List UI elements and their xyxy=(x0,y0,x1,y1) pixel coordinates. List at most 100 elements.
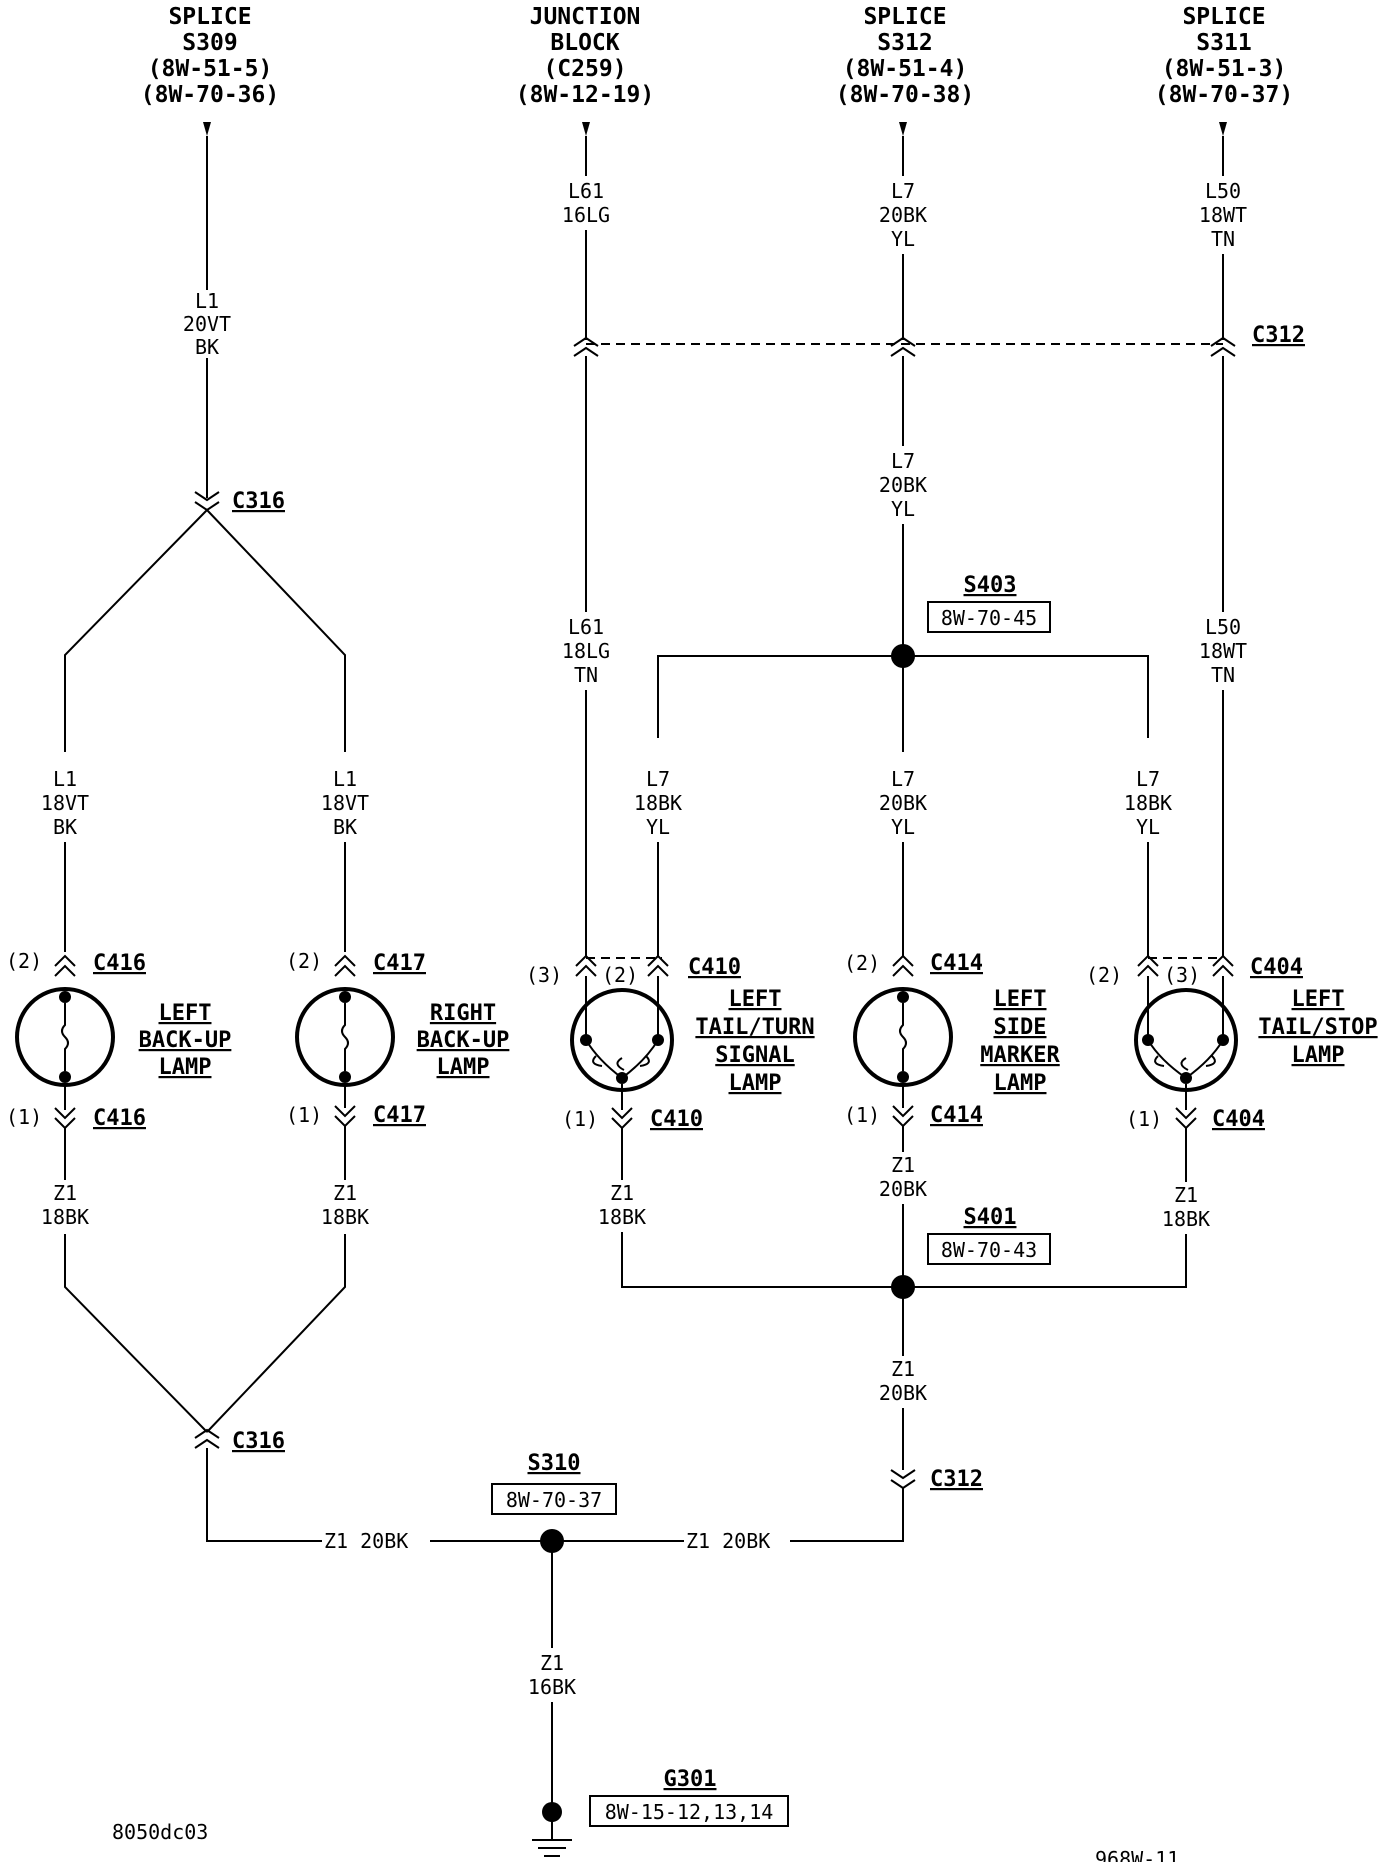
figure-id-right: 968W-11 xyxy=(1095,1847,1179,1862)
wire-label: 20BK xyxy=(879,791,927,815)
wire-label: 18BK xyxy=(321,1205,369,1229)
connector-chevron-icon xyxy=(54,1107,76,1130)
pin-label: (2) xyxy=(6,949,42,973)
component-label-left-side-marker: MARKER xyxy=(980,1043,1060,1068)
terminal-arrow-icon xyxy=(203,122,211,136)
lamp-filament-icon xyxy=(61,1003,69,1071)
lamp-filament-icon xyxy=(585,1039,659,1079)
lamp-terminal-icon xyxy=(897,991,909,1003)
wire-label: L1 xyxy=(195,289,219,313)
header-line: BLOCK xyxy=(550,30,619,56)
pin-label: (1) xyxy=(6,1105,42,1129)
pin-label: (1) xyxy=(844,1103,880,1127)
connector-label-c416: C416 xyxy=(93,1106,146,1131)
header-line: SPLICE xyxy=(863,4,946,30)
connector-chevron-icon xyxy=(1212,954,1234,977)
component-label-left-side-marker: SIDE xyxy=(994,1015,1047,1040)
component-label-left-tail-stop: LEFT xyxy=(1292,987,1345,1012)
wire-label: TN xyxy=(574,663,598,687)
connector-chevron-icon xyxy=(890,1469,916,1490)
terminal-arrow-icon xyxy=(582,122,590,136)
wire-l7-right xyxy=(903,655,1149,738)
splice-ref-s310: 8W-70-37 xyxy=(506,1488,602,1512)
wire-z1 xyxy=(206,1448,322,1542)
component-label-left-tail-turn: LAMP xyxy=(729,1071,782,1096)
wire-l1-left xyxy=(64,509,208,752)
wire-label: 18LG xyxy=(562,639,610,663)
connector-label-c410: C410 xyxy=(688,955,741,980)
splice-label-s403: S403 xyxy=(964,573,1017,598)
pin-label: (2) xyxy=(1086,963,1122,987)
header-line: (8W-70-38) xyxy=(836,82,974,108)
connector-label-c316: C316 xyxy=(232,1429,285,1454)
wire-label: BK xyxy=(333,815,357,839)
terminal-arrow-icon xyxy=(899,122,907,136)
component-label-left-side-marker: LEFT xyxy=(994,987,1047,1012)
connector-chevron-icon xyxy=(194,1428,220,1449)
wire-label: 20BK xyxy=(879,473,927,497)
wire-l1-right xyxy=(206,509,346,752)
header-terminal-arrows xyxy=(203,122,1227,136)
wire-label: Z1 xyxy=(540,1651,564,1675)
header-line: S309 xyxy=(182,30,237,56)
component-label-left-tail-stop: LAMP xyxy=(1292,1043,1345,1068)
header-splice-s309: SPLICE S309 (8W-51-5) (8W-70-36) xyxy=(141,4,279,108)
lamp-terminal-icon xyxy=(59,991,71,1003)
wire-label: 16BK xyxy=(528,1675,576,1699)
pin-label: (2) xyxy=(844,951,880,975)
header-line: (8W-12-19) xyxy=(516,82,654,108)
wire-z1 xyxy=(64,1234,208,1433)
header-line: S312 xyxy=(877,30,932,56)
lamp-terminal-icon xyxy=(897,1071,909,1083)
connector-label-c417: C417 xyxy=(373,1103,426,1128)
connector-label-c312: C312 xyxy=(930,1467,983,1492)
connector-chevron-icon xyxy=(334,954,356,977)
wire-label: L50 xyxy=(1205,179,1241,203)
component-label-left-side-marker: LAMP xyxy=(994,1071,1047,1096)
ground-ref-g301: 8W-15-12,13,14 xyxy=(605,1800,774,1824)
wire-label: YL xyxy=(891,227,915,251)
splice-ref-box xyxy=(491,1483,617,1515)
connector-chevron-icon xyxy=(1210,336,1236,357)
wire-label: L1 xyxy=(333,767,357,791)
pin-label: (2) xyxy=(602,963,638,987)
header-splice-s311: SPLICE S311 (8W-51-3) (8W-70-37) xyxy=(1155,4,1293,108)
wire-label: L50 xyxy=(1205,615,1241,639)
connector-chevron-icon xyxy=(892,1105,914,1128)
connector-label-c417: C417 xyxy=(373,951,426,976)
connector-chevron-icon xyxy=(54,954,76,977)
wire-z1 xyxy=(790,1488,904,1542)
component-label-left-backup: LAMP xyxy=(159,1055,212,1080)
splice-ref-box xyxy=(927,1233,1051,1265)
wire-label: 18WT xyxy=(1199,639,1247,663)
lamp-terminal-icon xyxy=(339,991,351,1003)
connector-chevron-icon xyxy=(1175,1107,1197,1130)
ground-ref-box xyxy=(589,1795,789,1827)
wire-z1 xyxy=(621,1232,903,1288)
component-label-left-backup: BACK-UP xyxy=(139,1028,232,1053)
component-label-left-tail-stop: TAIL/STOP xyxy=(1258,1015,1377,1040)
wire-label: 18BK xyxy=(634,791,682,815)
component-label-left-tail-turn: SIGNAL xyxy=(715,1043,794,1068)
wire-label: TN xyxy=(1211,227,1235,251)
wire-label: 20VT xyxy=(183,312,231,336)
lamp-filament-icon xyxy=(899,1003,907,1071)
connector-chevron-icon xyxy=(334,1105,356,1128)
wire-label: L7 xyxy=(891,179,915,203)
connector-label-c316: C316 xyxy=(232,489,285,514)
pin-label: (1) xyxy=(1126,1107,1162,1131)
splice-ref-s401: 8W-70-43 xyxy=(941,1238,1037,1262)
splice-ref-s403: 8W-70-45 xyxy=(941,606,1037,630)
lamp-filament-icon xyxy=(341,1003,349,1071)
wire-label: BK xyxy=(195,335,219,359)
splice-label-s401: S401 xyxy=(964,1205,1017,1230)
connector-label-c410: C410 xyxy=(650,1107,703,1132)
wire-label: L61 xyxy=(568,179,604,203)
wire-label: TN xyxy=(1211,663,1235,687)
connector-chevron-icon xyxy=(611,1107,633,1130)
pin-label: (3) xyxy=(526,963,562,987)
wire-label: Z1 xyxy=(891,1153,915,1177)
splice-ref-box xyxy=(927,601,1051,633)
wire-label: 18BK xyxy=(598,1205,646,1229)
